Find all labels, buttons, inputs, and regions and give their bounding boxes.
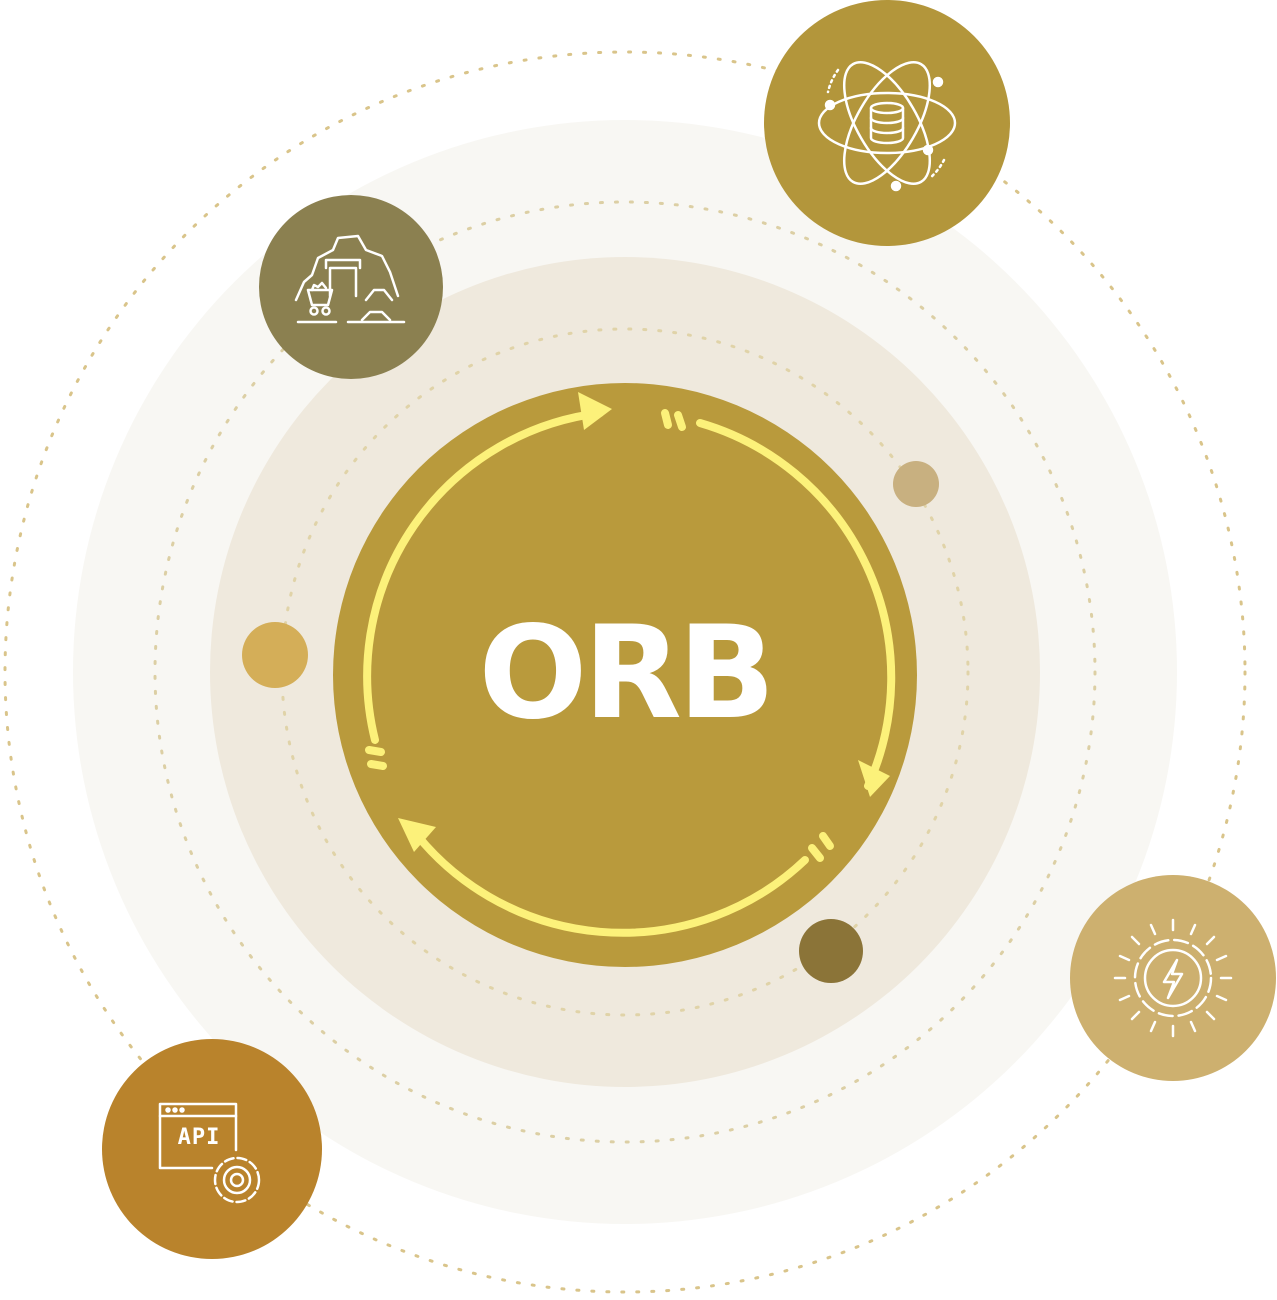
- accent-dot-brown: [799, 919, 863, 983]
- mine-cart-icon: [294, 234, 406, 324]
- node-data-science: [764, 0, 1010, 246]
- sun-lightning-icon: [1113, 918, 1233, 1038]
- core-circle: [333, 383, 917, 967]
- orbit-middle: [153, 200, 1097, 1144]
- node-mining: [259, 195, 443, 379]
- arrow-heads: [398, 392, 890, 852]
- cycle-arrows: [363, 409, 896, 937]
- node-api: [102, 1039, 322, 1259]
- orbit-outer: [3, 50, 1247, 1294]
- orbit-inner: [280, 327, 970, 1017]
- atom-database-icon: [817, 60, 957, 192]
- api-label: API: [177, 1125, 221, 1150]
- node-energy: [1070, 875, 1276, 1081]
- accent-dot-tan: [893, 461, 939, 507]
- api-window-gear-icon: [158, 1102, 261, 1204]
- accent-dot-gold: [242, 622, 308, 688]
